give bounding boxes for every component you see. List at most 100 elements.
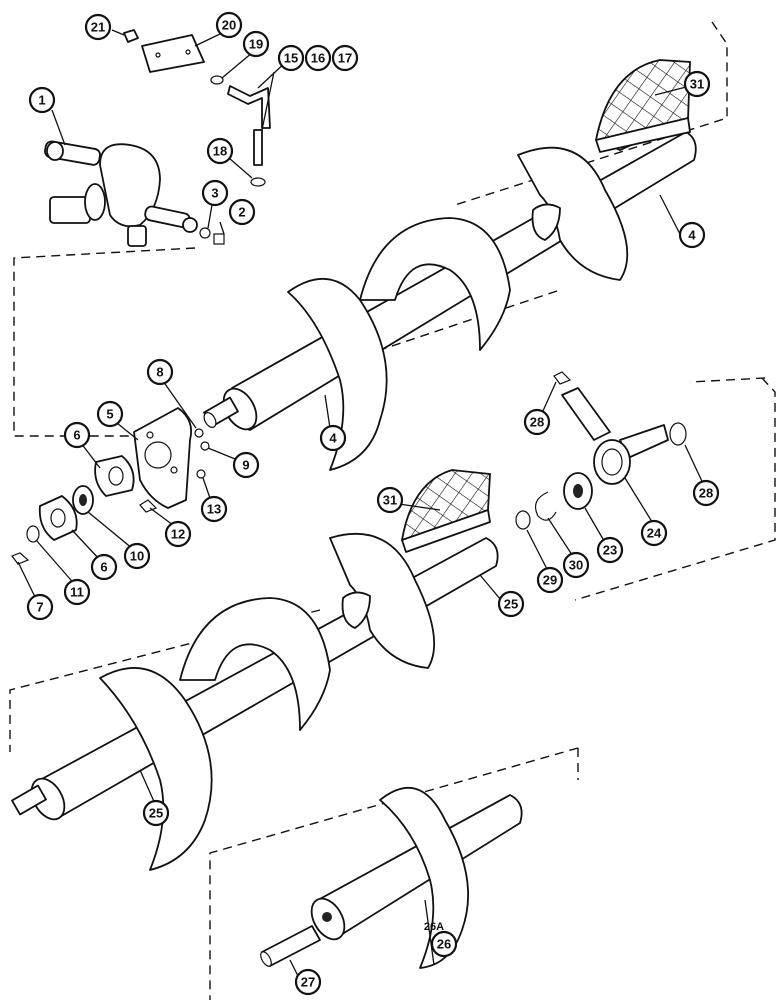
svg-text:4: 4 — [688, 228, 696, 243]
lower-auger — [11, 533, 499, 871]
gearbox-output-hub — [182, 217, 198, 233]
plate-hole-a — [155, 52, 161, 58]
bearing-assembly-right — [515, 371, 687, 530]
callout-8: 8 — [146, 358, 174, 386]
upper-auger-group-outline — [13, 21, 728, 437]
callout-2: 2 — [228, 198, 256, 226]
callout-31-lower: 31 — [376, 486, 404, 514]
svg-text:28: 28 — [530, 415, 544, 430]
svg-text:30: 30 — [569, 558, 583, 573]
callout-27: 27 — [294, 968, 322, 996]
lower-auger-break — [341, 591, 371, 629]
svg-text:29: 29 — [543, 573, 557, 588]
bolt-28-top — [553, 371, 572, 385]
lower-auger-flight-2 — [179, 597, 331, 731]
svg-text:6: 6 — [100, 560, 107, 575]
callout-18: 18 — [206, 137, 234, 165]
svg-text:28: 28 — [699, 486, 713, 501]
callout-23: 23 — [596, 536, 624, 564]
callout-7: 7 — [26, 593, 54, 621]
svg-text:31: 31 — [690, 77, 704, 92]
callout-15: 15 — [277, 44, 305, 72]
callout-1: 1 — [28, 86, 56, 114]
washer-28-right — [669, 422, 687, 446]
washer-3 — [199, 227, 211, 239]
top-fittings — [123, 29, 271, 245]
nut-21 — [123, 29, 139, 43]
nut-9 — [200, 441, 210, 451]
svg-text:18: 18 — [213, 144, 227, 159]
plate-5-center — [144, 441, 172, 469]
callout-12: 12 — [164, 520, 192, 548]
svg-text:6: 6 — [73, 428, 80, 443]
gearbox-bottom-shaft — [127, 225, 147, 247]
svg-text:26: 26 — [437, 937, 451, 952]
svg-text:10: 10 — [130, 549, 144, 564]
plate-5-bolt-a — [146, 431, 154, 439]
svg-text:27: 27 — [301, 975, 315, 990]
upper-auger — [203, 131, 697, 471]
lower-shield-31 — [400, 469, 491, 547]
callout-24: 24 — [640, 519, 668, 547]
callout-28-upper: 28 — [523, 408, 551, 436]
callout-25-upper: 25 — [497, 590, 525, 618]
svg-text:25: 25 — [504, 597, 518, 612]
lower-auger-stub-shaft — [11, 784, 47, 816]
washer-11 — [26, 525, 40, 543]
callout-6-lower: 6 — [90, 553, 118, 581]
washer-19 — [210, 75, 224, 85]
bearing-assembly-left — [11, 407, 210, 565]
callout-4-upper: 4 — [678, 221, 706, 249]
gearbox-arm-end — [46, 141, 64, 161]
svg-text:25: 25 — [149, 806, 163, 821]
callout-5: 5 — [96, 400, 124, 428]
bearing-23-inner — [573, 484, 583, 498]
callout-21: 21 — [84, 13, 112, 41]
callout-26a: 26A — [424, 921, 444, 933]
upper-auger-flight-1 — [287, 277, 388, 471]
callout-9: 9 — [232, 451, 260, 479]
washer-18 — [250, 177, 266, 187]
svg-text:20: 20 — [222, 18, 236, 33]
bolt-2 — [213, 233, 225, 245]
gearbox-flange — [84, 183, 106, 221]
hanger-bearing-24-inner — [601, 448, 623, 476]
svg-text:19: 19 — [249, 37, 263, 52]
shield-plate-20 — [141, 34, 205, 73]
callout-29: 29 — [536, 566, 564, 594]
callout-30: 30 — [562, 551, 590, 579]
svg-text:16: 16 — [311, 51, 325, 66]
end-tube-bore — [322, 912, 332, 922]
svg-text:11: 11 — [70, 585, 84, 600]
svg-text:17: 17 — [338, 51, 352, 66]
callout-28-right: 28 — [692, 479, 720, 507]
callout-4-middle: 4 — [319, 424, 347, 452]
plate-hole-b — [185, 49, 191, 55]
upper-shield-31-mount — [595, 117, 691, 153]
callout-10: 10 — [123, 542, 151, 570]
auger-end-group-outline — [209, 747, 579, 1000]
callout-11: 11 — [63, 578, 91, 606]
svg-text:1: 1 — [38, 93, 45, 108]
flange-6-lower-hole — [50, 508, 66, 528]
callout-25-lower: 25 — [142, 799, 170, 827]
nut-13 — [196, 469, 206, 479]
lower-auger-flight-1 — [99, 667, 213, 871]
gearbox-input-shaft — [49, 196, 91, 224]
callout-31-upper: 31 — [683, 70, 711, 98]
callout-16: 16 — [304, 44, 332, 72]
svg-text:12: 12 — [171, 527, 185, 542]
svg-text:31: 31 — [383, 493, 397, 508]
svg-text:24: 24 — [647, 526, 662, 541]
svg-text:3: 3 — [211, 186, 218, 201]
snap-ring-30 — [535, 491, 557, 521]
svg-text:7: 7 — [36, 600, 43, 615]
gearbox-assembly — [44, 140, 198, 247]
auger-end-section — [260, 786, 523, 969]
svg-text:9: 9 — [242, 458, 249, 473]
arm-24 — [561, 387, 611, 441]
callout-19: 19 — [242, 30, 270, 58]
svg-text:23: 23 — [603, 543, 617, 558]
svg-text:5: 5 — [106, 407, 113, 422]
